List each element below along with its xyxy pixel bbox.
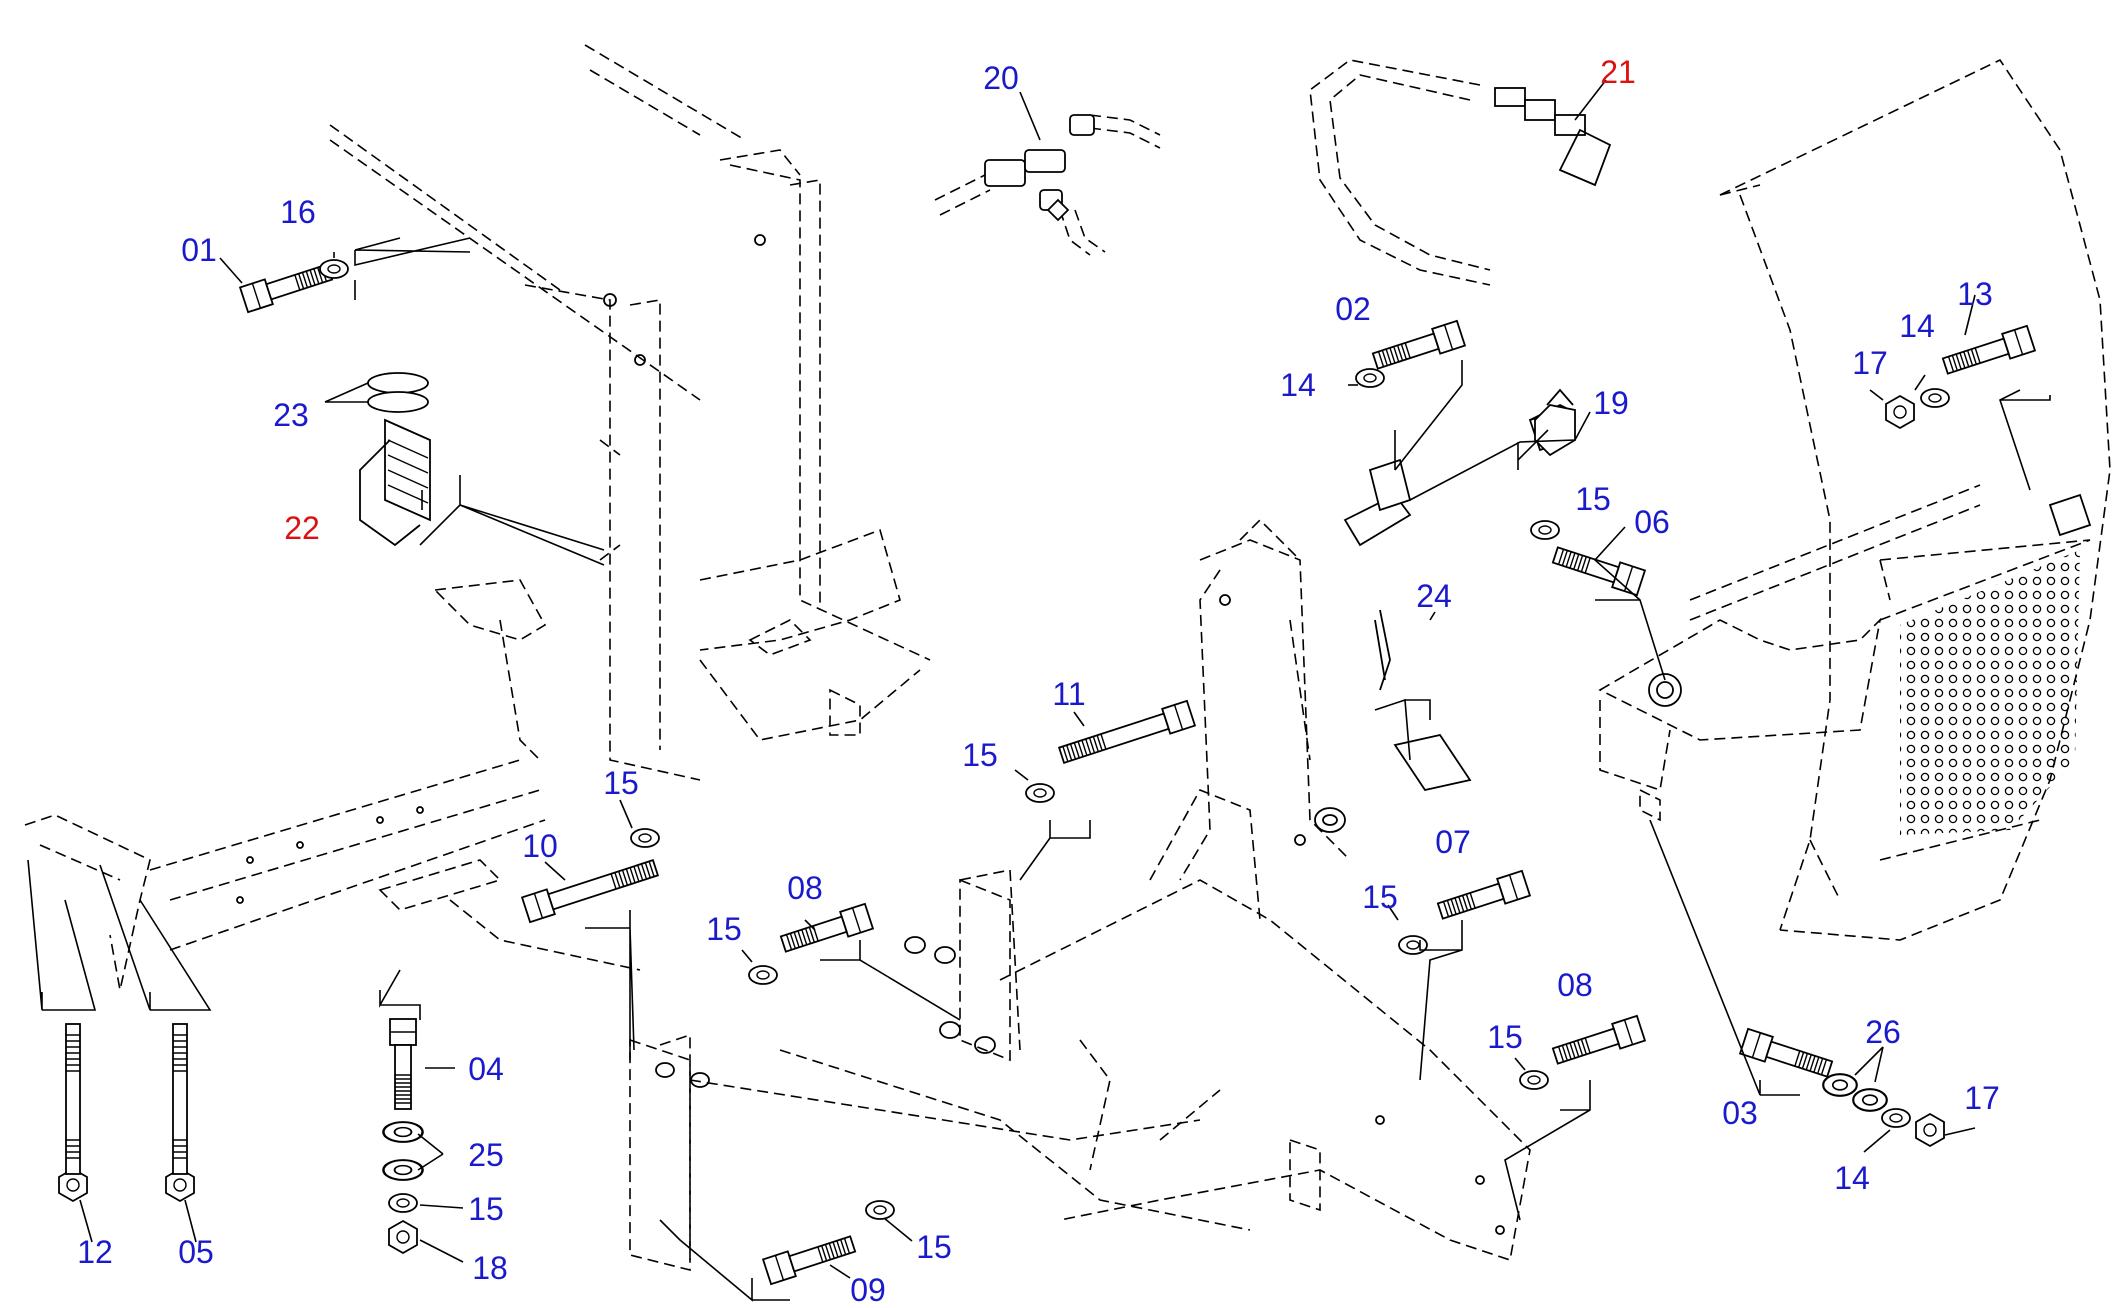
callout-14c[interactable]: 14 <box>1834 1160 1870 1196</box>
callout-10[interactable]: 10 <box>522 828 558 864</box>
callout-09[interactable]: 09 <box>850 1272 886 1308</box>
callout-21[interactable]: 21 <box>1600 54 1636 90</box>
quick-coupler <box>359 372 431 547</box>
callout-04[interactable]: 04 <box>468 1051 504 1087</box>
callout-16[interactable]: 16 <box>280 194 316 230</box>
callout-18[interactable]: 18 <box>472 1250 508 1286</box>
callout-19[interactable]: 19 <box>1593 385 1629 421</box>
callout-23[interactable]: 23 <box>273 397 309 433</box>
callout-15h[interactable]: 15 <box>916 1229 952 1265</box>
callout-26[interactable]: 26 <box>1865 1014 1901 1050</box>
leader-lines <box>27 79 2051 1302</box>
callout-08b[interactable]: 08 <box>1557 967 1593 1003</box>
callout-08a[interactable]: 08 <box>787 870 823 906</box>
callout-11[interactable]: 11 <box>1052 676 1086 712</box>
pivot-pins <box>1343 403 1572 792</box>
callout-15g[interactable]: 15 <box>468 1191 504 1227</box>
callout-20[interactable]: 20 <box>983 60 1019 96</box>
callout-07[interactable]: 07 <box>1435 824 1471 860</box>
hydraulic-hoses <box>934 59 1612 286</box>
fasteners <box>58 198 2036 1286</box>
callout-15c[interactable]: 15 <box>706 911 742 947</box>
callout-12[interactable]: 12 <box>77 1234 113 1270</box>
lift-arm-beam <box>24 579 547 991</box>
callout-15b[interactable]: 15 <box>962 737 998 773</box>
callout-22[interactable]: 22 <box>284 510 320 546</box>
callout-17a[interactable]: 17 <box>1852 345 1888 381</box>
callout-15a[interactable]: 15 <box>1575 481 1611 517</box>
callout-15f[interactable]: 15 <box>1487 1019 1523 1055</box>
perforated-guard <box>1598 58 2111 941</box>
callout-15d[interactable]: 15 <box>603 765 639 801</box>
callout-14b[interactable]: 14 <box>1899 308 1935 344</box>
callout-03[interactable]: 03 <box>1722 1095 1758 1131</box>
callout-02[interactable]: 02 <box>1335 291 1371 327</box>
loader-boom-frame <box>329 44 931 781</box>
callout-13[interactable]: 13 <box>1957 276 1993 312</box>
callout-06[interactable]: 06 <box>1634 504 1670 540</box>
callout-24[interactable]: 24 <box>1416 578 1452 614</box>
callout-25[interactable]: 25 <box>468 1137 504 1173</box>
callout-05[interactable]: 05 <box>178 1234 214 1270</box>
callout-01[interactable]: 01 <box>181 232 217 268</box>
callout-14a[interactable]: 14 <box>1280 367 1316 403</box>
callout-17b[interactable]: 17 <box>1964 1080 2000 1116</box>
callout-15e[interactable]: 15 <box>1362 879 1398 915</box>
main-loader-frame <box>378 518 1531 1272</box>
